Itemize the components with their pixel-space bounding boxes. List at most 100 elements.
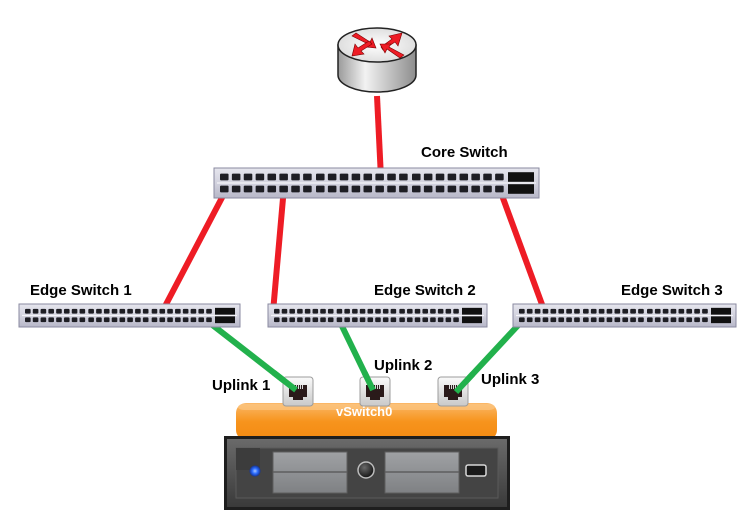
switch-port — [382, 308, 389, 314]
switch-port — [316, 173, 325, 181]
switch-port — [316, 185, 325, 193]
link-core-edge2 — [270, 186, 287, 313]
switch-port — [339, 173, 349, 181]
switch-port — [447, 185, 457, 193]
switch-port — [135, 308, 141, 314]
switch-port — [495, 185, 504, 193]
switch-port — [320, 317, 326, 323]
switch-port — [351, 173, 361, 181]
switch-port — [175, 317, 181, 323]
switch-port — [167, 317, 173, 323]
switch-port — [598, 308, 605, 314]
switch-port — [279, 173, 288, 181]
switch-port — [48, 308, 54, 314]
switch-port — [435, 185, 445, 193]
switch-port — [289, 317, 295, 323]
switch-port — [291, 185, 300, 193]
switch-port — [206, 317, 212, 323]
switch-port — [56, 308, 62, 314]
switch-port — [274, 317, 280, 323]
switch-port — [359, 317, 366, 323]
switch-port — [382, 317, 389, 323]
switch-port — [694, 308, 700, 314]
switch-port — [142, 317, 149, 323]
power-button[interactable] — [357, 461, 375, 479]
edge-switch-3 — [512, 303, 737, 328]
switch-port — [40, 308, 47, 314]
switch-port — [638, 317, 644, 323]
switch-port — [56, 317, 62, 323]
switch-port — [111, 308, 118, 314]
switch-port — [558, 317, 565, 323]
sfp-slot — [711, 307, 731, 315]
switch-port — [387, 185, 396, 193]
switch-port — [351, 185, 361, 193]
switch-port — [430, 308, 436, 314]
switch-port — [519, 317, 525, 323]
uplink-1-label: Uplink 1 — [212, 377, 271, 394]
switch-port — [622, 317, 629, 323]
switch-port — [678, 317, 685, 323]
switch-port — [159, 308, 166, 314]
switch-port — [590, 308, 597, 314]
switch-port — [558, 308, 565, 314]
edge-switch-3-label: Edge Switch 3 — [621, 282, 723, 299]
switch-port — [412, 173, 421, 181]
switch-port — [423, 173, 433, 181]
usb-port — [465, 464, 487, 477]
sfp-slot — [462, 307, 482, 315]
switch-port — [390, 308, 397, 314]
edge-switch-2-label: Edge Switch 2 — [374, 282, 476, 299]
uplink-connector — [271, 370, 298, 393]
switch-port — [647, 317, 653, 323]
switch-port — [662, 317, 669, 323]
switch-port — [583, 308, 589, 314]
switch-port — [542, 317, 549, 323]
switch-port — [111, 317, 118, 323]
switch-port — [630, 308, 636, 314]
switch-port — [375, 308, 381, 314]
switch-port — [339, 185, 349, 193]
switch-port — [281, 317, 288, 323]
switch-port — [79, 317, 86, 323]
switch-port — [483, 173, 492, 181]
core-switch-label: Core Switch — [421, 144, 508, 161]
switch-port — [289, 308, 295, 314]
switch-port — [167, 308, 173, 314]
switch-port — [182, 308, 189, 314]
switch-port — [654, 308, 661, 314]
switch-port — [119, 308, 126, 314]
switch-port — [399, 308, 405, 314]
switch-port — [327, 308, 334, 314]
switch-port — [279, 185, 288, 193]
switch-port — [550, 308, 557, 314]
switch-port — [327, 185, 337, 193]
switch-port — [447, 173, 457, 181]
switch-port — [534, 308, 541, 314]
switch-port — [387, 173, 396, 181]
switch-port — [694, 317, 700, 323]
switch-port — [678, 308, 685, 314]
switch-port — [526, 317, 533, 323]
switch-port — [40, 317, 47, 323]
sfp-slot — [711, 316, 731, 324]
switch-port — [445, 308, 452, 314]
switch-port — [127, 317, 133, 323]
switch-port — [638, 308, 644, 314]
switch-port — [445, 317, 452, 323]
switch-port — [647, 308, 653, 314]
switch-port — [614, 308, 621, 314]
switch-port — [359, 308, 366, 314]
switch-port — [435, 173, 445, 181]
switch-port — [414, 317, 421, 323]
links — [159, 95, 550, 395]
ethernet-port-icon — [359, 376, 391, 407]
switch-port — [267, 173, 277, 181]
switch-port — [103, 317, 110, 323]
uplink-connector — [361, 371, 376, 392]
switch-port — [606, 317, 613, 323]
link-core-edge3 — [497, 188, 550, 320]
switch-port — [32, 308, 39, 314]
switch-port — [243, 185, 253, 193]
